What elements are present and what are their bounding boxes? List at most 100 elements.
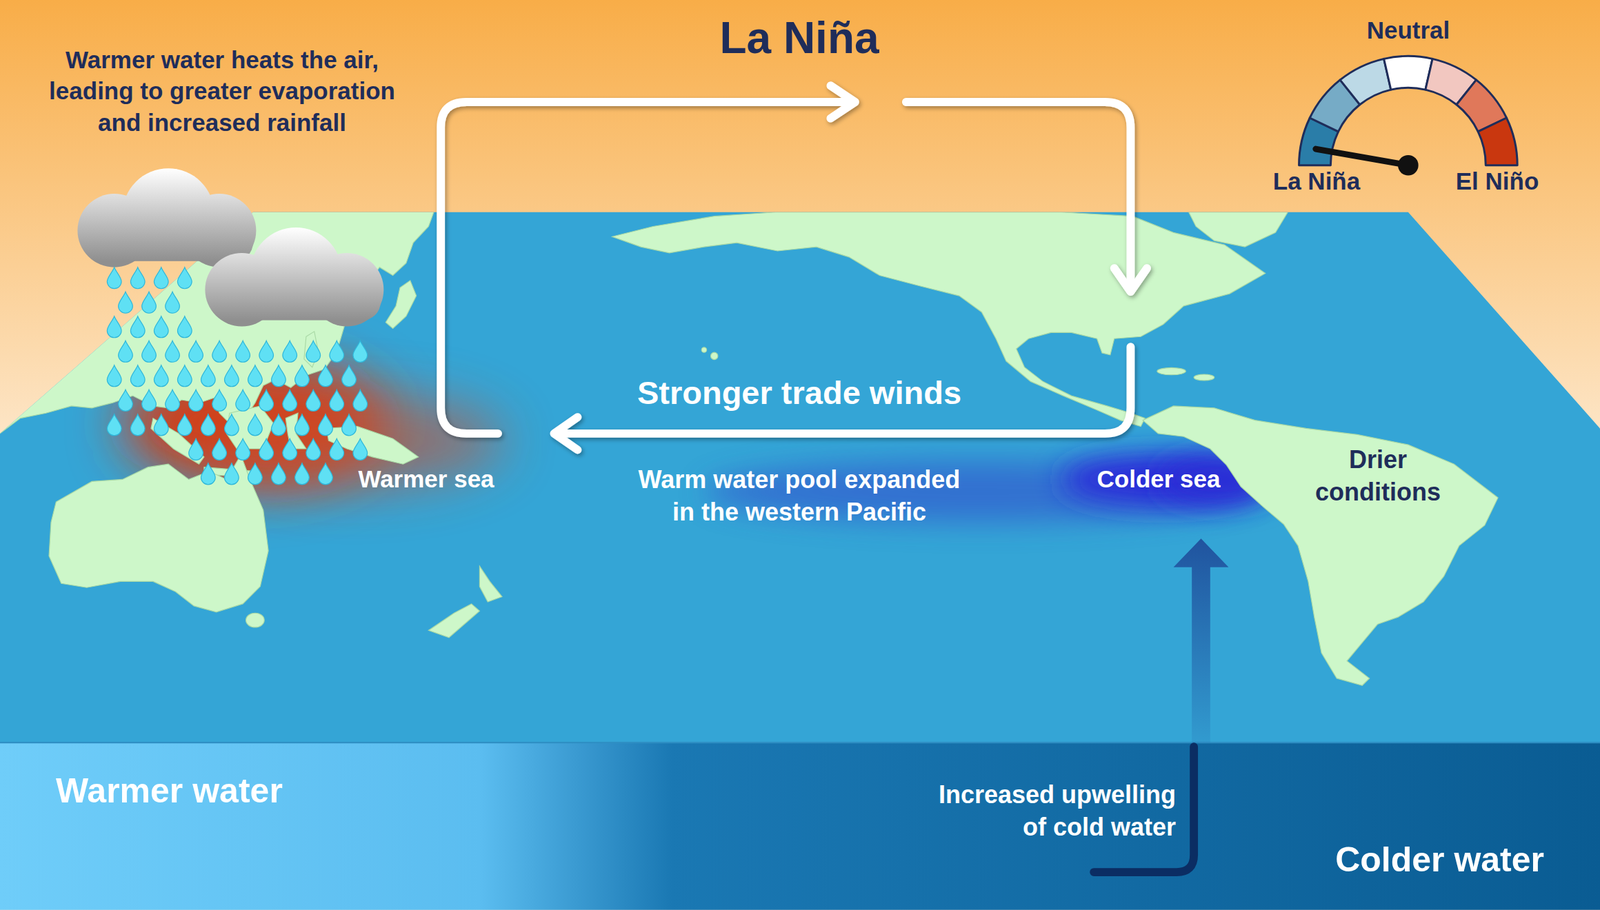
- rain-drop: [271, 365, 287, 387]
- rain-drop: [177, 316, 192, 338]
- rain-drop: [165, 291, 180, 314]
- rain-drop: [259, 438, 274, 460]
- rain-drop: [248, 414, 263, 436]
- rain-drop: [130, 316, 145, 338]
- rain-drop: [224, 365, 240, 387]
- gauge-label: El Niño: [1428, 165, 1567, 198]
- rain-drop: [106, 316, 122, 338]
- band-edge: [0, 742, 1600, 744]
- asia-land: [0, 204, 437, 434]
- rain-drop: [188, 438, 204, 460]
- rain-drop: [353, 438, 368, 460]
- rain-drop: [318, 414, 334, 436]
- gauge-label: La Niña: [1247, 165, 1386, 198]
- rain-drop: [271, 414, 287, 436]
- gauge-segment: [1384, 55, 1433, 90]
- new-zealand-land: [428, 604, 480, 638]
- rain-drop: [200, 463, 216, 485]
- rain-drop: [188, 340, 204, 363]
- rain-drop: [342, 414, 357, 436]
- diagram-title: La Niña: [557, 9, 1041, 67]
- rain-drop: [212, 438, 227, 460]
- caribbean-land: [1157, 367, 1186, 375]
- sea-label: Colder sea: [1068, 463, 1249, 496]
- rain-drop: [295, 414, 310, 436]
- rain-drop: [248, 365, 263, 387]
- sea-label: Warm water pool expanded in the western …: [633, 464, 965, 529]
- map-group: [0, 55, 1600, 910]
- rain-drop: [177, 414, 192, 436]
- rain-drop: [142, 389, 157, 412]
- caribbean-land: [1193, 374, 1215, 381]
- australia-land: [48, 455, 269, 613]
- rain-drop: [306, 389, 321, 412]
- rain-drop: [118, 291, 134, 314]
- arrow-head: [830, 85, 856, 118]
- gauge-label: Neutral: [1339, 14, 1478, 47]
- rain-drop: [118, 340, 134, 363]
- rain-drop: [106, 365, 122, 387]
- sea-label: Warmer sea: [336, 463, 516, 496]
- hawaii-land: [711, 352, 718, 360]
- tasmania-land: [246, 613, 265, 628]
- rain-drop: [212, 340, 227, 363]
- rain-cloud: [204, 227, 384, 327]
- gauge-needle: [1315, 148, 1409, 166]
- rain-cloud: [77, 168, 256, 268]
- rain-drop: [329, 389, 345, 412]
- rain-drop: [318, 463, 334, 485]
- rain-drop: [165, 389, 180, 412]
- rain-drop: [306, 438, 321, 460]
- rain-drop: [235, 340, 251, 363]
- upwelling-arrow: [1173, 538, 1229, 743]
- rain-drop: [318, 365, 334, 387]
- rain-drop: [130, 365, 145, 387]
- circulation-arrow: [906, 102, 1132, 288]
- rain-drop: [353, 389, 368, 412]
- rain-drop: [282, 340, 298, 363]
- wind-label: Stronger trade winds: [537, 371, 1062, 414]
- new-guinea-land: [326, 426, 418, 465]
- rain-drop: [153, 267, 169, 289]
- water-layer-label: Warmer water: [55, 768, 401, 814]
- circulation-loop: [440, 85, 1147, 450]
- rain-drop: [224, 414, 240, 436]
- rain-drop: [106, 267, 122, 289]
- rain-drop: [188, 389, 204, 412]
- rain-drop: [295, 365, 310, 387]
- rain-drop: [177, 365, 192, 387]
- rain-drop: [235, 389, 251, 412]
- callout-note: Warmer water heats the air, leading to g…: [35, 44, 409, 139]
- rain-drop: [329, 340, 345, 363]
- rain-drop: [130, 414, 145, 436]
- rain-drop: [200, 365, 216, 387]
- japan-land: [385, 280, 416, 329]
- rain-drop: [200, 414, 216, 436]
- arrow-head: [553, 417, 578, 450]
- upwelling-line: [1093, 746, 1194, 873]
- rain-drop: [353, 340, 368, 363]
- rain-drop: [342, 365, 357, 387]
- rain-drop: [153, 414, 169, 436]
- gauge-pivot: [1397, 155, 1419, 176]
- rain-drop: [282, 389, 298, 412]
- enso-gauge: [1299, 55, 1518, 176]
- process-label: Increased upwelling of cold water: [913, 779, 1176, 845]
- gauge-segment: [1477, 117, 1518, 166]
- rain-drop: [177, 267, 192, 289]
- rain-drop: [248, 463, 263, 485]
- rain-drop: [295, 463, 310, 485]
- cloud-base: [211, 283, 381, 320]
- new-zealand-land: [479, 566, 503, 603]
- rain-drop: [282, 438, 298, 460]
- rain-drop: [153, 365, 169, 387]
- land-masses: [0, 204, 1498, 686]
- rain-drop: [106, 414, 122, 436]
- rain-drop: [224, 463, 240, 485]
- rain-drop: [153, 316, 169, 338]
- rain-drop: [259, 389, 274, 412]
- greenland-land: [1188, 212, 1289, 247]
- water-layer-label: Colder water: [1199, 837, 1545, 883]
- hawaii-land: [701, 347, 707, 353]
